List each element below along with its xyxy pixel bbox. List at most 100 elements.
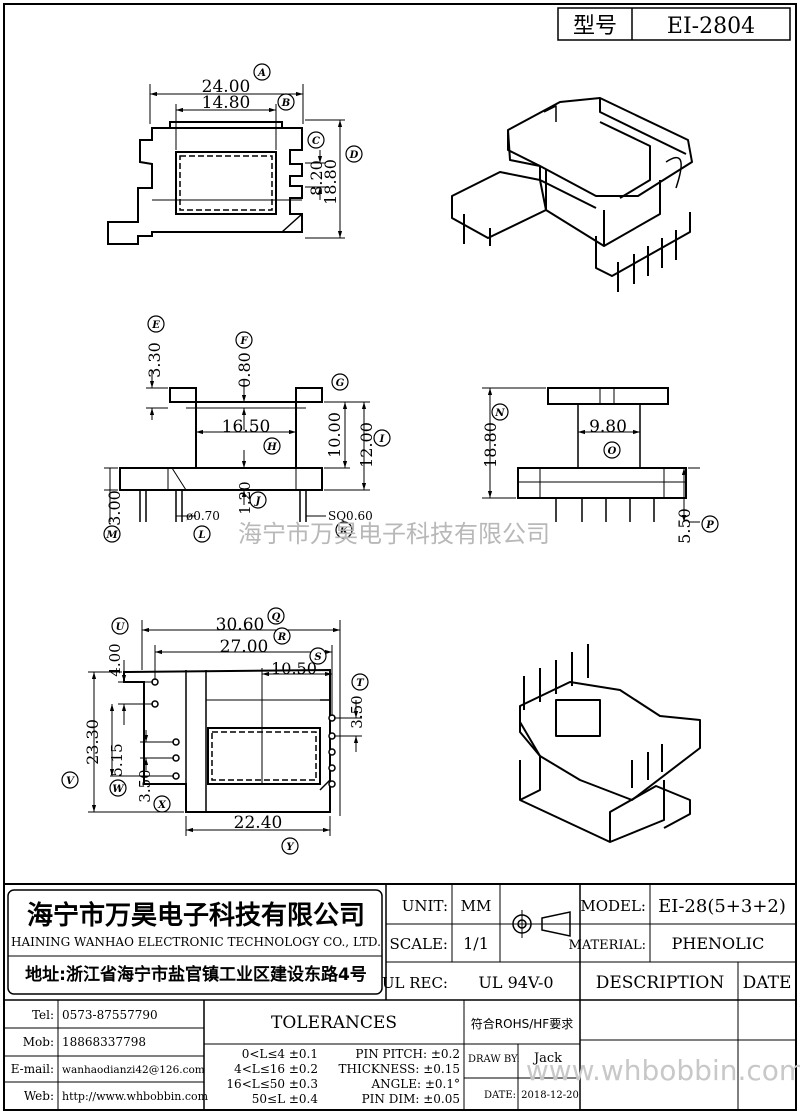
- letter-l: L: [197, 530, 205, 541]
- iso-view-top: [451, 97, 693, 292]
- mob-label: Mob:: [23, 1035, 54, 1049]
- dim-9-8: 9.80: [589, 417, 627, 437]
- letter-c: C: [312, 136, 320, 147]
- contact-rows: Tel: 0573-87557790 Mob: 18868337798 E-ma…: [11, 1008, 209, 1103]
- dim-16-5: 16.50: [222, 417, 271, 437]
- letter-m: M: [105, 530, 118, 541]
- rohs-text: 符合ROHS/HF要求: [471, 1016, 573, 1031]
- description-label: DESCRIPTION: [596, 973, 725, 993]
- scale-label: SCALE:: [389, 935, 448, 953]
- letter-s: S: [314, 652, 321, 663]
- letter-y: Y: [286, 842, 294, 853]
- letter-w: W: [112, 784, 125, 795]
- bottom-view: [123, 668, 331, 813]
- web-value: http://www.whbobbin.com: [62, 1090, 209, 1103]
- letter-d: D: [349, 150, 359, 161]
- front-view-dims: [104, 370, 370, 522]
- unit-value: MM: [461, 897, 492, 915]
- tel-label: Tel:: [32, 1008, 54, 1022]
- tol2-row-4: PIN DIM: ±0.05: [362, 1092, 460, 1106]
- dim-0-8: 0.80: [235, 352, 254, 388]
- letter-t: T: [356, 678, 365, 689]
- tel-value: 0573-87557790: [62, 1008, 158, 1022]
- tol2-row-3: ANGLE: ±0.1°: [371, 1077, 460, 1091]
- dim-10: 10.00: [325, 412, 344, 458]
- front-view: [119, 387, 323, 522]
- dim-27: 27.00: [220, 637, 269, 657]
- header-model: EI-2804: [667, 14, 755, 39]
- dim-4: 4.00: [106, 643, 124, 676]
- tol-row-3: 16<L≤50 ±0.3: [226, 1077, 318, 1091]
- letter-f: F: [239, 336, 248, 347]
- date2-value: 2018-12-20: [521, 1090, 579, 1101]
- tolerances-label: TOLERANCES: [271, 1013, 397, 1033]
- letter-r: R: [277, 632, 286, 643]
- tol-row-4: 50≤L ±0.4: [252, 1092, 319, 1106]
- letter-k: K: [339, 526, 350, 537]
- bottom-view-dims: [88, 620, 362, 836]
- side-view: [517, 387, 687, 522]
- letter-a: A: [257, 68, 266, 79]
- letter-b: B: [281, 98, 290, 109]
- dim-23-3: 23.30: [83, 719, 102, 765]
- ulrec-value: UL 94V-0: [478, 973, 553, 992]
- projection-symbol: [508, 910, 574, 938]
- tolerance-table: 0<L≤4 ±0.1 4<L≤16 ±0.2 16<L≤50 ±0.3 50≤L…: [226, 1047, 460, 1106]
- title-block-lines: [4, 883, 796, 1110]
- dim-30-6: 30.60: [216, 615, 265, 635]
- dim-3: 3.00: [105, 490, 124, 526]
- top-view: [107, 121, 303, 245]
- date2-label: DATE:: [484, 1090, 516, 1101]
- header-model-box: 型号 EI-2804: [557, 7, 791, 41]
- company-address: 地址:浙江省海宁市盐官镇工业区建设东路4号: [25, 964, 367, 985]
- email-value: wanhaodianzi42@126.com: [62, 1064, 205, 1076]
- bottom-view-pins: [151, 678, 336, 788]
- dim-5-5: 5.50: [675, 508, 694, 544]
- tol-row-1: 0<L≤4 ±0.1: [242, 1047, 318, 1061]
- dim-18-8b: 18.80: [481, 422, 500, 468]
- iso-view-bottom: [519, 644, 701, 843]
- email-label: E-mail:: [11, 1062, 54, 1076]
- company-name-cn: 海宁市万昊电子科技有限公司: [27, 900, 365, 931]
- scale-value: 1/1: [463, 934, 489, 953]
- dim-5-15: 5.15: [108, 743, 126, 776]
- tol-row-2: 4<L≤16 ±0.2: [234, 1062, 318, 1076]
- ulrec-label: UL REC:: [382, 974, 448, 992]
- letter-i: I: [379, 434, 385, 445]
- top-view-dims: [149, 84, 345, 239]
- mob-value: 18868337798: [62, 1035, 146, 1049]
- unit-label: UNIT:: [402, 897, 448, 915]
- letter-x: X: [157, 800, 167, 811]
- letter-q: Q: [272, 612, 281, 623]
- dim-18-8a: 18.80: [321, 159, 340, 205]
- letter-u: U: [116, 622, 126, 633]
- header-label: 型号: [573, 14, 617, 39]
- side-view-dims: [482, 387, 700, 523]
- dim-8-2: 8.20: [307, 160, 326, 196]
- letter-n: N: [494, 408, 505, 419]
- tol2-row-1: PIN PITCH: ±0.2: [355, 1047, 460, 1061]
- drawby-label: DRAW BY:: [468, 1054, 520, 1065]
- website-watermark: www.whbobbin.com: [526, 1054, 800, 1087]
- date-label: DATE: [743, 973, 792, 993]
- tol2-row-2: THICKNESS: ±0.15: [339, 1062, 460, 1076]
- dim-24: 24.00: [202, 77, 251, 97]
- dim-pin-dia: ø0.70: [186, 509, 220, 523]
- dim-3-5b: 3.50: [136, 769, 154, 802]
- drawby-value: Jack: [532, 1051, 562, 1066]
- dim-sq: SQ0.60: [328, 509, 373, 523]
- letter-j: J: [254, 496, 262, 507]
- reference-letters: [61, 63, 719, 855]
- sheet-border: [3, 3, 797, 1111]
- dim-3-3: 3.30: [145, 342, 164, 378]
- letter-o: O: [608, 446, 617, 457]
- letter-e: E: [151, 320, 160, 331]
- letter-g: G: [336, 378, 345, 389]
- company-name-en: HAINING WANHAO ELECTRONIC TECHNOLOGY CO.…: [11, 935, 381, 949]
- letter-p: P: [705, 520, 714, 531]
- reference-letter-text: A B C D E F G H I J L M N O P Q R S T U …: [66, 68, 714, 853]
- model-value: EI-28(5+3+2): [658, 896, 786, 917]
- material-label: MATERIAL:: [569, 938, 646, 953]
- dim-22-4: 22.40: [234, 813, 283, 833]
